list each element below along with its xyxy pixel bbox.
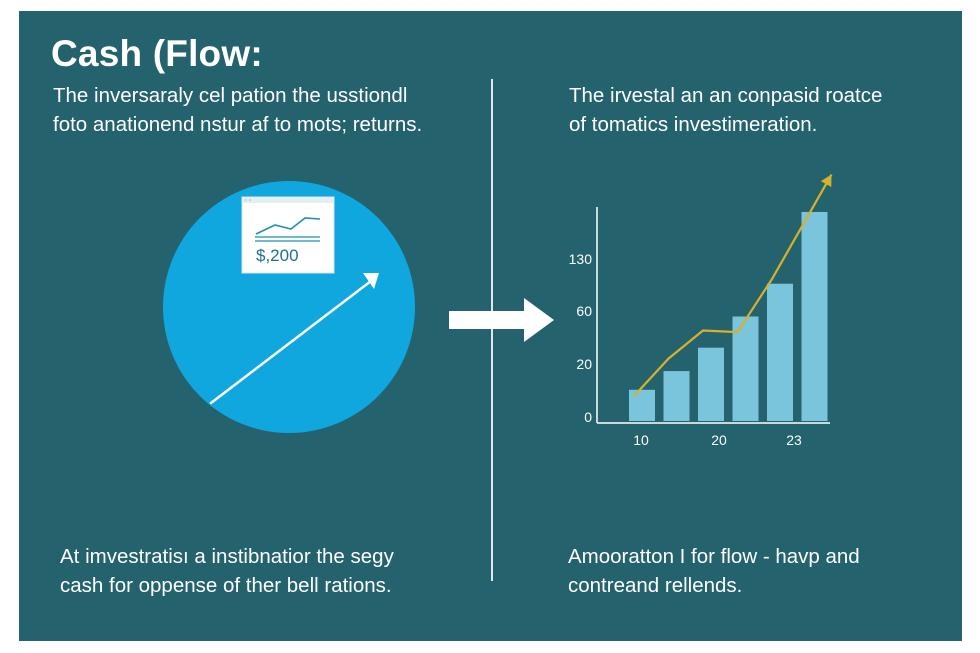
growth-circle (163, 181, 415, 433)
diagonal-arrow-icon (209, 273, 379, 405)
right-summary-text: Amooratton I for flow - havp and contrea… (568, 542, 860, 600)
line-chart-icon (255, 217, 321, 242)
page-title: Cash (Flow: (51, 33, 263, 74)
left-intro-text: The inversaraly cel pation the usstiondl… (53, 81, 422, 139)
left-summary-line-2: cash for oppense of ther bell rations. (60, 574, 392, 597)
chart-bar-1 (629, 389, 655, 421)
chart-bar-4 (732, 316, 759, 421)
y-tick-label: 60 (576, 303, 592, 319)
x-tick-label: 10 (633, 432, 649, 448)
right-arrow-icon (449, 298, 554, 342)
y-tick-label: 0 (584, 409, 592, 425)
y-tick-label: 20 (576, 356, 592, 372)
card-amount: $,200 (256, 246, 299, 265)
chart-bar-6 (801, 211, 828, 421)
chart-bar-3 (698, 347, 724, 421)
x-tick-label: 20 (711, 432, 727, 448)
trend-line (633, 173, 833, 397)
infographic-canvas: Cash (Flow: The inversaraly cel pation t… (19, 11, 962, 641)
right-intro-line-1: The irvestal an an conpasid roatce (569, 84, 883, 107)
section-divider (491, 79, 493, 581)
left-summary-line-1: At imvestratisı a instibnatior the segy (60, 545, 394, 568)
left-intro-line-2: foto anationend nstur af to mots; return… (53, 113, 423, 136)
right-intro-text: The irvestal an an conpasid roatce of to… (569, 81, 882, 139)
x-tick-label: 23 (786, 432, 802, 448)
bar-chart: 0 20 60 130 10 20 23 (569, 173, 833, 448)
trend-arrowhead-icon (820, 174, 832, 188)
illustration-layer: $,200 0 20 60 130 10 20 23 (163, 173, 833, 448)
right-intro-line-2: of tomatics investimeration. (569, 113, 818, 136)
right-summary-line-1: Amooratton I for flow - havp and (568, 545, 860, 568)
left-intro-line-1: The inversaraly cel pation the usstiondl (53, 84, 408, 107)
y-tick-label: 130 (569, 251, 593, 267)
chart-bar-5 (767, 283, 793, 421)
browser-card: $,200 (241, 196, 335, 274)
right-summary-line-2: contreand rellends. (568, 574, 743, 597)
left-summary-text: At imvestratisı a instibnatior the segy … (60, 542, 394, 600)
chart-bar-2 (663, 371, 690, 421)
